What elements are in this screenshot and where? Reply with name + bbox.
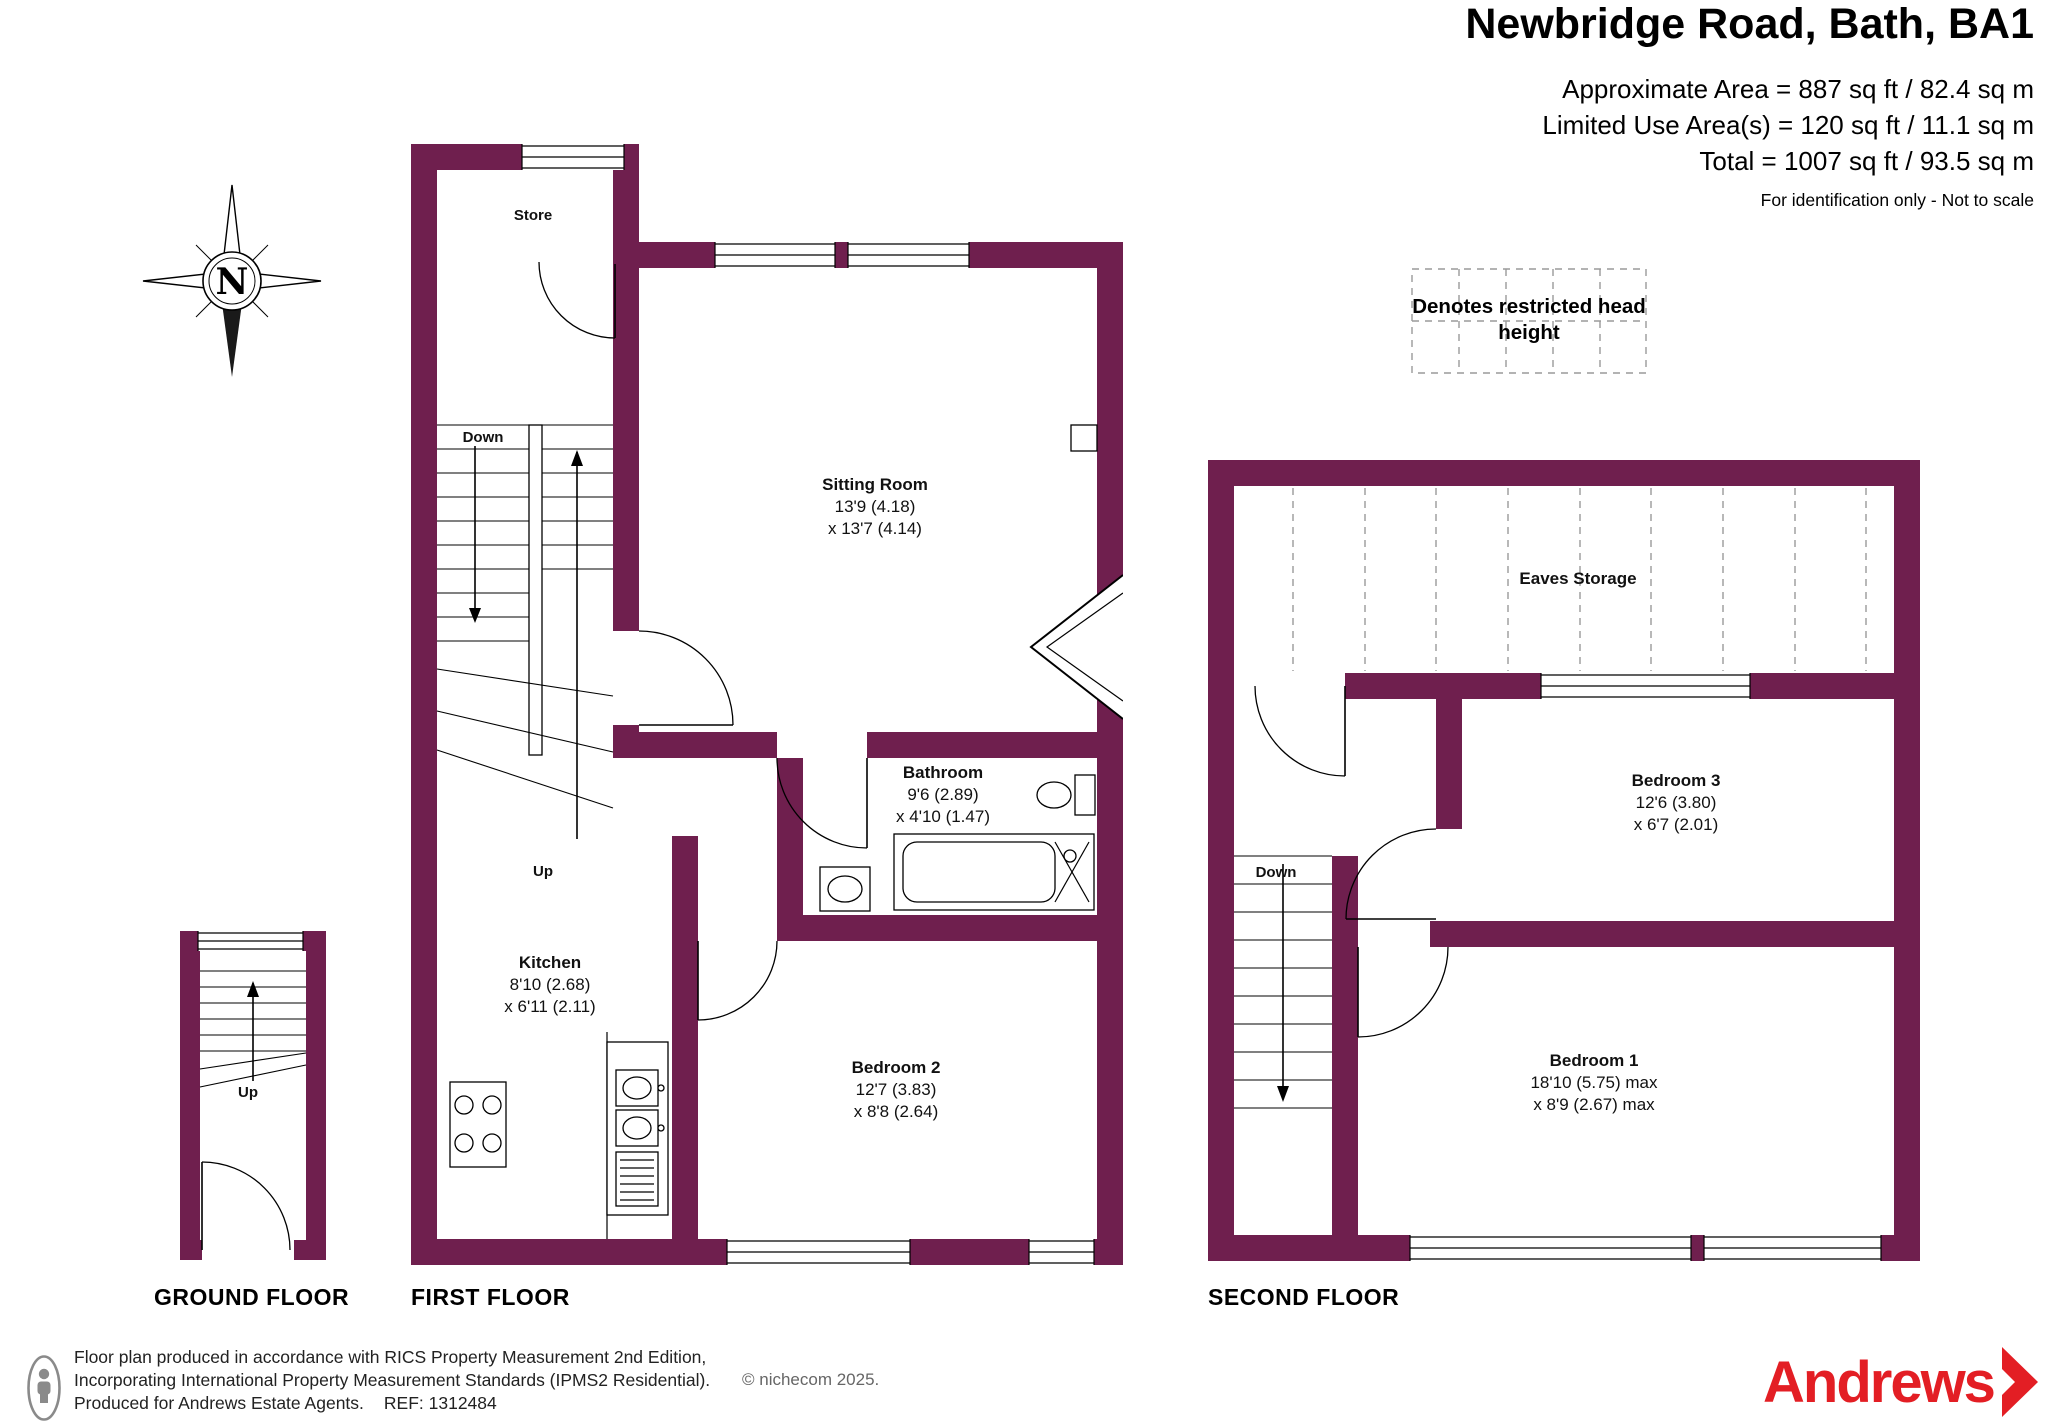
legend-hatch bbox=[1411, 268, 1647, 374]
stove-burner bbox=[482, 1133, 502, 1153]
compass-north-letter: N bbox=[216, 261, 249, 303]
stove-burner bbox=[454, 1095, 474, 1115]
door-bedroom2 bbox=[697, 940, 778, 1021]
stairs-up-label-ground: Up bbox=[238, 1084, 258, 1101]
scale-disclaimer: For identification only - Not to scale bbox=[1760, 190, 2034, 210]
approximate-area: Approximate Area = 887 sq ft / 82.4 sq m bbox=[1562, 74, 2034, 104]
total-area: Total = 1007 sq ft / 93.5 sq m bbox=[1699, 146, 2034, 176]
bedroom2-label: Bedroom 2 12'7 (3.83) x 8'8 (2.64) bbox=[851, 1058, 941, 1121]
page-title: Newbridge Road, Bath, BA1 bbox=[1465, 0, 2034, 48]
first-floor-plan bbox=[411, 144, 1123, 1265]
stove-burner bbox=[482, 1095, 502, 1115]
andrews-logo-text: Andrews bbox=[1763, 1349, 1996, 1415]
ground-floor-title: GROUND FLOOR bbox=[154, 1284, 350, 1310]
window bbox=[521, 144, 625, 170]
footer-disclaimer: Floor plan produced in accordance with R… bbox=[74, 1346, 710, 1415]
door-entrance bbox=[201, 1161, 291, 1251]
restricted-head-height-legend: Denotes restricted head height bbox=[1411, 268, 1647, 374]
toilet-cistern bbox=[1074, 774, 1096, 816]
door-landing bbox=[1254, 685, 1346, 777]
staircase-second-floor bbox=[1234, 855, 1332, 1109]
window bbox=[1028, 1239, 1095, 1265]
window bbox=[847, 242, 970, 268]
first-floor-walls bbox=[411, 144, 1123, 1265]
stairs-down-label-second: Down bbox=[1255, 864, 1297, 881]
door-store bbox=[538, 261, 616, 339]
door-bedroom3 bbox=[1345, 828, 1437, 920]
copyright-notice: © nichecom 2025. bbox=[742, 1370, 880, 1389]
sitting-room-label: Sitting Room 13'9 (4.18) x 13'7 (4.14) bbox=[822, 475, 928, 538]
bathroom-label: Bathroom 9'6 (2.89) x 4'10 (1.47) bbox=[896, 763, 990, 826]
footer-line3: Produced for Andrews Estate Agents.REF: … bbox=[74, 1393, 497, 1413]
toilet-bowl bbox=[1036, 781, 1072, 809]
second-floor-title: SECOND FLOOR bbox=[1208, 1284, 1400, 1310]
window bbox=[1703, 1235, 1882, 1261]
reference-number: REF: 1312484 bbox=[383, 1393, 497, 1413]
door-bathroom bbox=[776, 757, 868, 849]
footer-line1: Floor plan produced in accordance with R… bbox=[74, 1347, 707, 1367]
andrews-logo: Andrews bbox=[1763, 1347, 2038, 1417]
eaves-hatching bbox=[1292, 488, 1867, 671]
person-icon bbox=[27, 1355, 61, 1421]
staircase-ground-floor bbox=[199, 970, 307, 1088]
second-floor-plan bbox=[1208, 460, 1920, 1261]
andrews-chevron-icon bbox=[2001, 1347, 2038, 1417]
window bbox=[197, 931, 304, 951]
stairs-up-label-first: Up bbox=[533, 863, 553, 880]
window bbox=[726, 1239, 911, 1265]
limited-use-area: Limited Use Area(s) = 120 sq ft / 11.1 s… bbox=[1542, 110, 2034, 140]
footer-line2: Incorporating International Property Mea… bbox=[74, 1370, 711, 1390]
wall-recess bbox=[1029, 424, 1123, 720]
first-floor-title: FIRST FLOOR bbox=[411, 1284, 570, 1310]
kitchen-fixtures bbox=[449, 1032, 669, 1239]
door-sitting-room bbox=[638, 630, 734, 726]
bathroom-fixtures bbox=[819, 774, 1096, 912]
ground-floor-plan bbox=[180, 931, 326, 1260]
stove-burner bbox=[454, 1133, 474, 1153]
bedroom3-label: Bedroom 3 12'6 (3.80) x 6'7 (2.01) bbox=[1631, 771, 1721, 834]
window bbox=[1409, 1235, 1692, 1261]
drainer bbox=[615, 1151, 659, 1207]
window bbox=[1540, 673, 1751, 699]
store-label: Store bbox=[513, 207, 553, 224]
staircase-first-floor bbox=[436, 424, 614, 839]
window bbox=[714, 242, 836, 268]
legend-text: Denotes restricted head height bbox=[1412, 295, 1646, 344]
compass-rose: N bbox=[142, 184, 322, 377]
door-bedroom1 bbox=[1357, 946, 1449, 1038]
eaves-storage-label: Eaves Storage bbox=[1519, 569, 1637, 588]
stairs-down-label-first: Down bbox=[462, 429, 504, 446]
bedroom1-label: Bedroom 1 18'10 (5.75) max x 8'9 (2.67) … bbox=[1530, 1051, 1658, 1114]
kitchen-label: Kitchen 8'10 (2.68) x 6'11 (2.11) bbox=[504, 953, 596, 1016]
